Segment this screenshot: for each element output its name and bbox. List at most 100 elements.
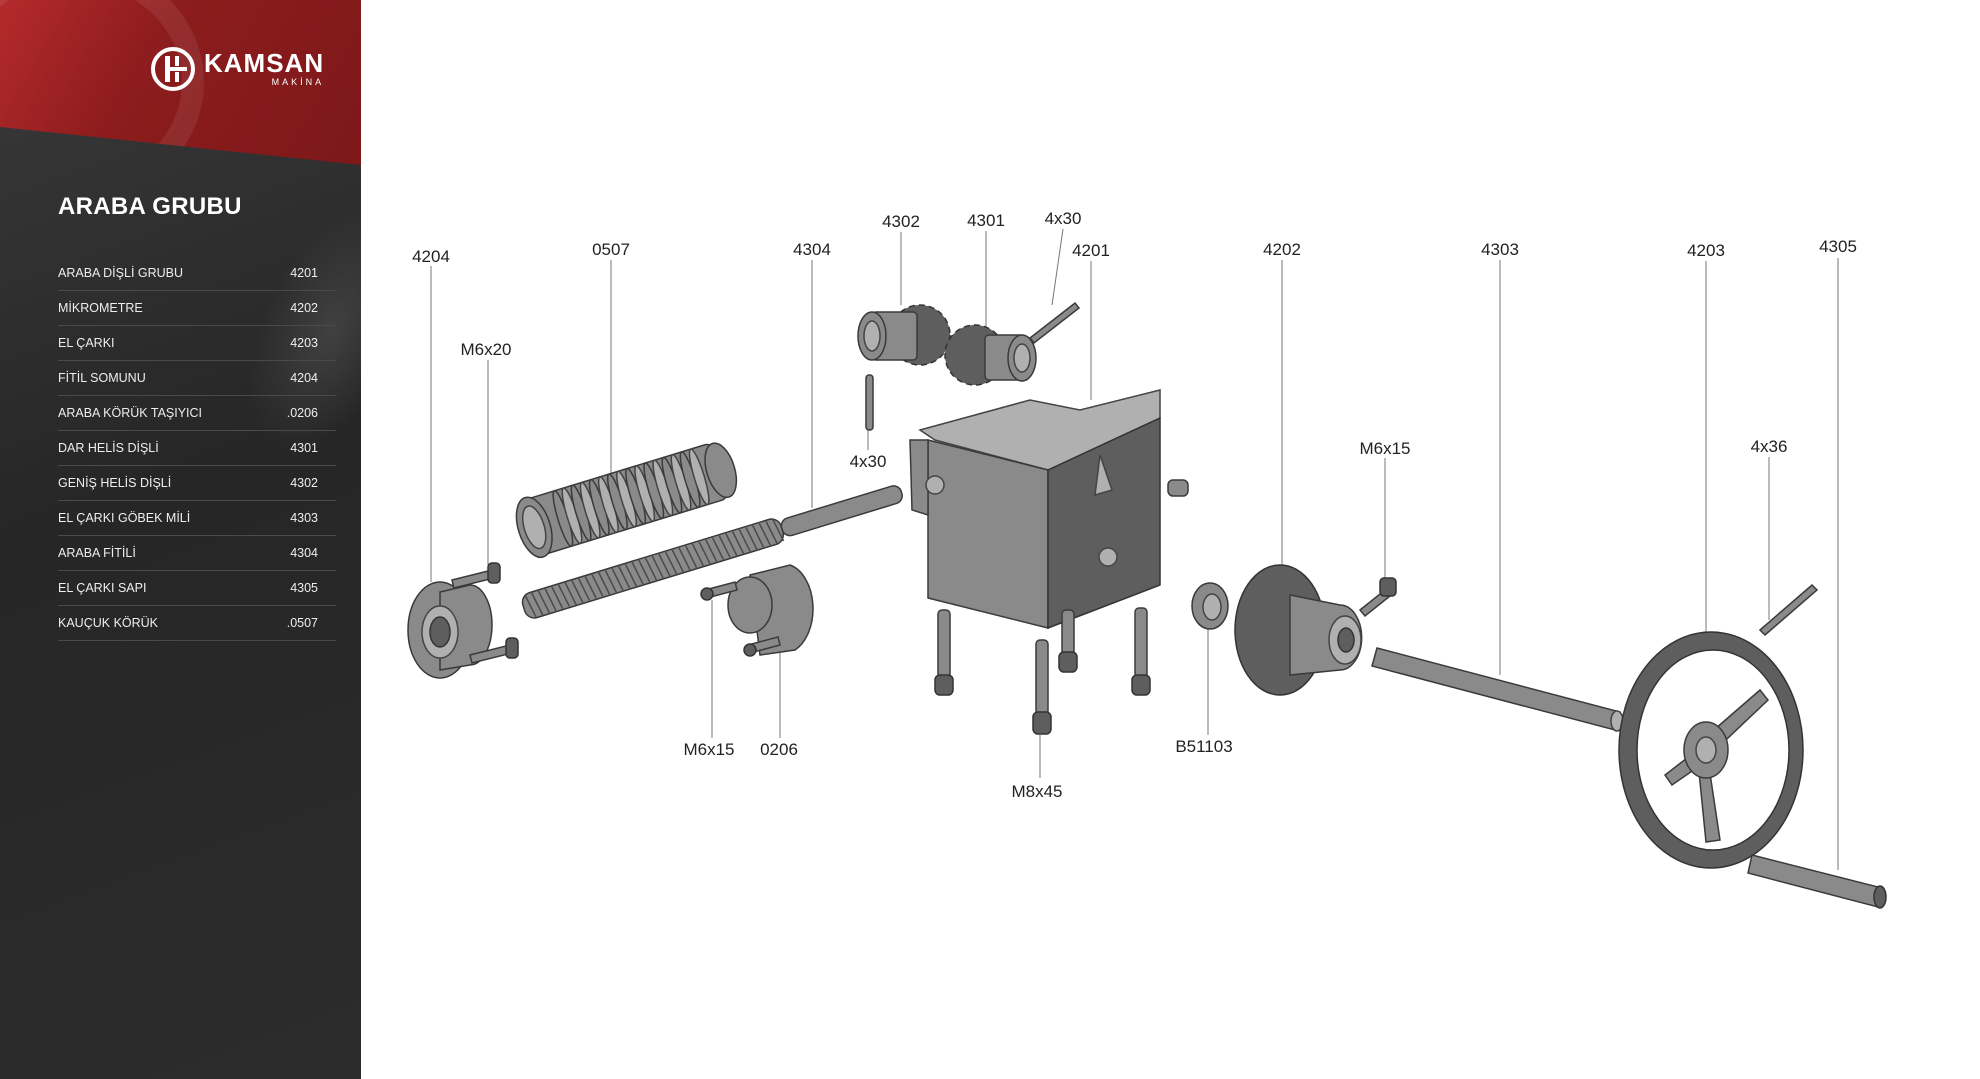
screw-thread — [571, 580, 584, 603]
part-list-item[interactable]: MİKROMETRE 4202 — [58, 291, 336, 326]
screw-thread — [624, 563, 638, 587]
screw-thread — [564, 582, 577, 605]
leader-lines — [430, 228, 1839, 870]
screw-thread — [698, 541, 711, 564]
screw-thread — [604, 570, 617, 593]
part-code: 4204 — [290, 371, 318, 385]
screw-thread — [725, 533, 738, 556]
callout-4305: 4305 — [1819, 237, 1857, 256]
screw-thread — [758, 523, 771, 546]
sidebar: KAMSAN MAKİNA ARABA GRUBU ARABA DİŞLİ GR… — [0, 0, 361, 1079]
part-list-item[interactable]: ARABA DİŞLİ GRUBU 4201 — [58, 256, 336, 291]
screw-thread — [738, 529, 751, 552]
kamsan-logo-icon — [151, 47, 195, 91]
screw-thread — [557, 584, 571, 607]
part-name: KAUÇUK KÖRÜK — [58, 616, 159, 630]
callout-4204: 4204 — [412, 247, 450, 266]
part-4202-micrometer[interactable] — [1234, 564, 1363, 696]
screw-thread — [644, 557, 658, 581]
part-0206-carrier[interactable] — [700, 564, 814, 657]
screw-thread — [598, 572, 611, 595]
screw-thread — [544, 588, 557, 612]
screw-thread — [752, 525, 765, 548]
pin-4x36[interactable] — [1758, 583, 1819, 637]
screw-thread — [577, 578, 591, 601]
part-list-item[interactable]: EL ÇARKI 4203 — [58, 326, 336, 361]
part-code: 4201 — [290, 266, 318, 280]
screw-thread — [678, 547, 691, 571]
part-4303-hub-shaft[interactable] — [1371, 647, 1624, 732]
part-name: GENİŞ HELİS DİŞLİ — [58, 476, 172, 490]
callout-m8x45: M8x45 — [1011, 782, 1062, 801]
screw-thread — [524, 594, 537, 618]
screw-thread — [651, 555, 664, 579]
callout-4302: 4302 — [882, 212, 920, 231]
exploded-parts-diagram: 4204 0507 4304 4302 4301 4x30 4201 4202 … — [407, 209, 1887, 909]
callout-4203: 4203 — [1687, 241, 1725, 260]
screw-thread — [685, 545, 698, 569]
bolts-m8x45 — [934, 607, 1151, 735]
part-4305-handle[interactable] — [1747, 854, 1887, 909]
part-list-item[interactable]: KAUÇUK KÖRÜK .0507 — [58, 606, 336, 641]
screw-thread — [745, 527, 758, 550]
part-4204-flange[interactable] — [407, 581, 493, 679]
screw-thread — [671, 549, 684, 573]
screw-thread — [718, 535, 731, 558]
part-name: EL ÇARKI SAPI — [58, 581, 147, 595]
callout-4202: 4202 — [1263, 240, 1301, 259]
logo[interactable]: KAMSAN MAKİNA — [150, 46, 324, 92]
part-name: ARABA FİTİLİ — [58, 546, 136, 560]
screw-thread — [611, 568, 624, 591]
part-name: EL ÇARKI GÖBEK MİLİ — [58, 511, 191, 525]
part-4203-handwheel[interactable] — [1618, 631, 1804, 869]
callout-m6x15-bottom: M6x15 — [683, 740, 734, 759]
part-code: 4305 — [290, 581, 318, 595]
screw-thread — [658, 553, 671, 577]
part-list-item[interactable]: ARABA KÖRÜK TAŞIYICI.0206 — [58, 396, 336, 431]
screw-thread — [618, 566, 631, 589]
screw-thread — [705, 539, 718, 562]
screw-thread — [531, 592, 544, 616]
callout-labels: 4204 0507 4304 4302 4301 4x30 4201 4202 … — [412, 209, 1857, 801]
callout-0206: 0206 — [760, 740, 798, 759]
page-title: ARABA GRUBU — [58, 193, 242, 220]
screw-thread — [691, 543, 704, 566]
callout-4301: 4301 — [967, 211, 1005, 230]
part-4302-wide-helical-gear[interactable] — [857, 304, 951, 366]
callout-4201: 4201 — [1072, 241, 1110, 260]
callout-m6x20: M6x20 — [460, 340, 511, 359]
screw-thread — [631, 561, 644, 585]
bolt-m6x15[interactable] — [1358, 577, 1397, 618]
part-4201-carriage-block[interactable] — [909, 389, 1189, 735]
callout-0507: 0507 — [592, 240, 630, 259]
part-0507-bellows[interactable] — [510, 437, 743, 562]
screw-thread — [772, 518, 785, 542]
part-code: .0206 — [286, 406, 318, 420]
screw-thread — [537, 590, 550, 614]
part-b51103-washer[interactable] — [1191, 582, 1229, 630]
brand-subtitle: MAKİNA — [271, 77, 325, 87]
part-name: MİKROMETRE — [58, 301, 143, 315]
part-code: 4301 — [290, 441, 318, 455]
part-name: ARABA DİŞLİ GRUBU — [58, 266, 184, 280]
callout-4304: 4304 — [793, 240, 831, 259]
part-code: 4202 — [290, 301, 318, 315]
callout-m6x15-right: M6x15 — [1359, 439, 1410, 458]
pins-4x30[interactable] — [865, 301, 1081, 431]
brand-name: KAMSAN — [204, 48, 325, 78]
bolts-m6x20[interactable] — [451, 562, 519, 664]
screw-thread — [638, 559, 651, 583]
part-4301-narrow-helical-gear[interactable] — [944, 324, 1037, 386]
part-code: .0507 — [286, 616, 318, 630]
part-4304-lead-screw[interactable] — [520, 480, 905, 620]
part-list-item[interactable]: EL ÇARKI SAPI 4305 — [58, 571, 336, 606]
screw-thread — [711, 537, 725, 560]
part-code: 4203 — [290, 336, 318, 350]
part-name: EL ÇARKI — [58, 336, 115, 350]
